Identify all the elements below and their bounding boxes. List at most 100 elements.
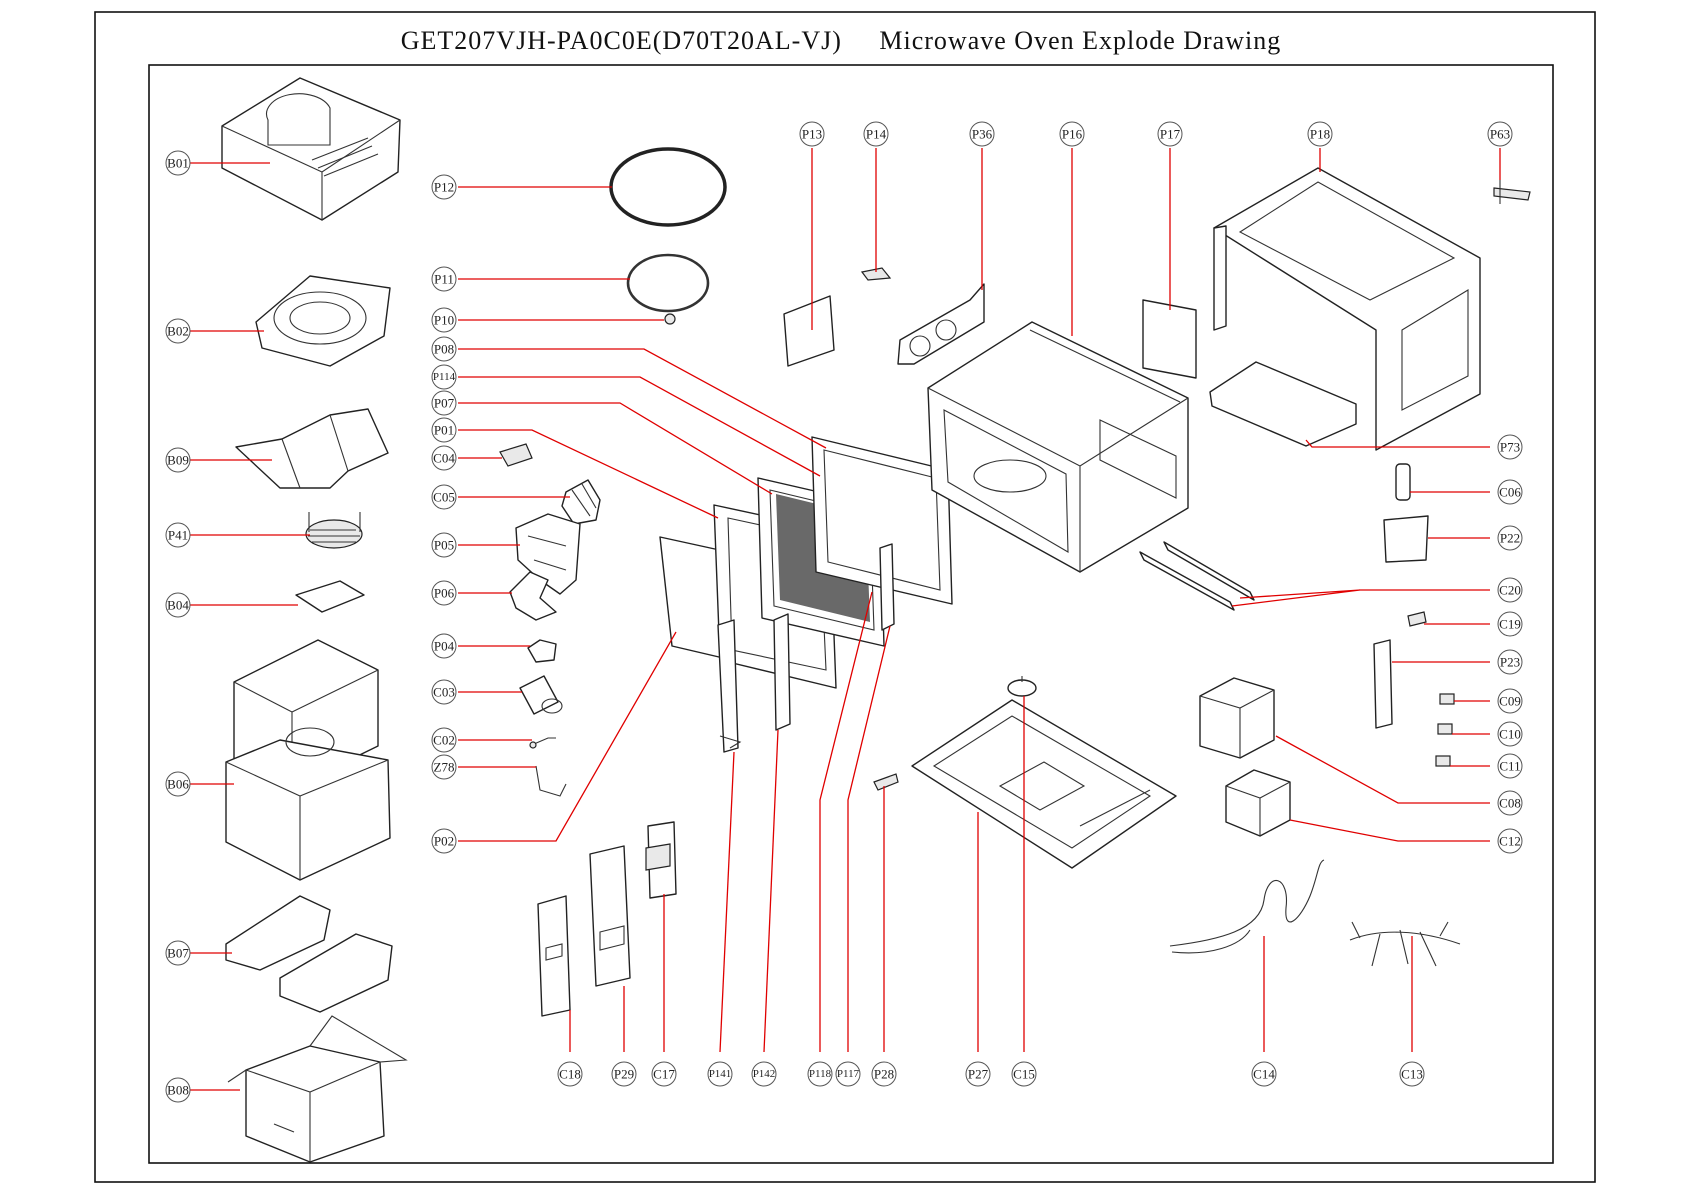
svg-text:P13: P13 [802,127,822,142]
callout-p28: P28 [871,1061,897,1087]
svg-text:P73: P73 [1500,440,1520,455]
outer-frame [94,11,1596,1183]
svg-text:P05: P05 [434,538,454,553]
power-cord [1169,859,1325,954]
fan-bracket [515,513,581,595]
svg-text:C09: C09 [1499,694,1521,709]
capacitor-holder [527,639,557,663]
callout-p16: P16 [1059,121,1085,147]
callout-p27: P27 [965,1061,991,1087]
drawing-title: GET207VJH-PA0C0E(D70T20AL-VJ) Microwave … [400,26,1282,55]
glass-turntable-ring [609,147,727,227]
svg-text:P117: P117 [837,1068,860,1080]
door-choke-frame [811,436,953,605]
svg-text:P41: P41 [168,528,188,543]
callout-c08: C08 [1497,790,1523,816]
door-hinge-bar [773,613,791,731]
callout-c18: C18 [557,1061,583,1087]
manual-sheet [295,580,365,613]
callout-p63: P63 [1487,121,1513,147]
svg-text:C02: C02 [433,733,455,748]
pcb-board [645,821,677,899]
callout-b07: B07 [165,940,191,966]
svg-text:C17: C17 [653,1067,675,1082]
base-plate [911,699,1177,869]
callout-p02: P02 [431,828,457,854]
svg-text:P27: P27 [968,1067,989,1082]
oven-bottom-reflector [1209,361,1357,447]
callout-p01: P01 [431,417,457,443]
svg-text:P04: P04 [434,639,455,654]
callout-p114: P114 [431,364,457,390]
svg-text:C18: C18 [559,1067,581,1082]
mica-sheet [1142,299,1197,379]
svg-text:C03: C03 [433,685,455,700]
callout-p08: P08 [431,336,457,362]
callout-p17: P17 [1157,121,1183,147]
svg-text:Z78: Z78 [434,760,455,775]
svg-text:P23: P23 [1500,655,1520,670]
oven-cavity [927,321,1189,573]
svg-text:P141: P141 [709,1068,732,1080]
callout-p117: P117 [835,1061,861,1087]
callout-p14: P14 [863,121,889,147]
callout-p73: P73 [1497,434,1523,460]
svg-text:C08: C08 [1499,796,1521,811]
micro-switch-3 [1435,755,1451,767]
callout-b04: B04 [165,592,191,618]
svg-text:P10: P10 [434,313,454,328]
control-panel-front [589,845,631,987]
callout-c20: C20 [1497,577,1523,603]
callout-c03: C03 [431,679,457,705]
door-switch-lever [1493,180,1531,204]
svg-text:B06: B06 [167,777,189,792]
callout-p141: P141 [707,1061,733,1087]
svg-text:P18: P18 [1310,127,1330,142]
svg-text:P16: P16 [1062,127,1083,142]
callout-p13: P13 [799,121,825,147]
svg-text:P07: P07 [434,396,455,411]
callout-p06: P06 [431,580,457,606]
svg-text:C15: C15 [1013,1067,1035,1082]
door-hook-bar [717,619,742,753]
callout-p142: P142 [751,1061,777,1087]
callout-p23: P23 [1497,649,1523,675]
callout-c13: C13 [1399,1061,1425,1087]
magnetron [1199,677,1275,759]
svg-text:P12: P12 [434,180,454,195]
svg-text:P36: P36 [972,127,993,142]
thermal-fuse [1395,463,1411,501]
svg-text:P63: P63 [1490,127,1510,142]
callout-p22: P22 [1497,525,1523,551]
callout-c02: C02 [431,727,457,753]
wire-harness [1349,921,1461,967]
svg-text:C10: C10 [1499,727,1521,742]
fan-duct [897,283,985,365]
callout-c10: C10 [1497,721,1523,747]
svg-text:B07: B07 [167,946,189,961]
svg-text:C06: C06 [1499,485,1521,500]
interlock-bracket [873,773,899,791]
callout-c17: C17 [651,1061,677,1087]
svg-text:P14: P14 [866,127,887,142]
foam-pads [225,895,393,1013]
callout-p05: P05 [431,532,457,558]
packing-sheet [235,408,389,489]
svg-text:C05: C05 [433,490,455,505]
callout-p36: P36 [969,121,995,147]
leader-lines [190,148,1501,1091]
roller-ring [626,253,710,313]
callout-c12: C12 [1497,828,1523,854]
svg-text:B02: B02 [167,324,189,339]
hv-transformer [1225,769,1291,837]
callout-p29: P29 [611,1061,637,1087]
ground-wire [535,765,567,797]
svg-text:P28: P28 [874,1067,894,1082]
callout-b01: B01 [165,150,191,176]
callout-p12: P12 [431,174,457,200]
hv-diode [529,737,556,749]
svg-text:C04: C04 [433,451,455,466]
fan-blade [509,571,557,621]
svg-text:P29: P29 [614,1067,634,1082]
